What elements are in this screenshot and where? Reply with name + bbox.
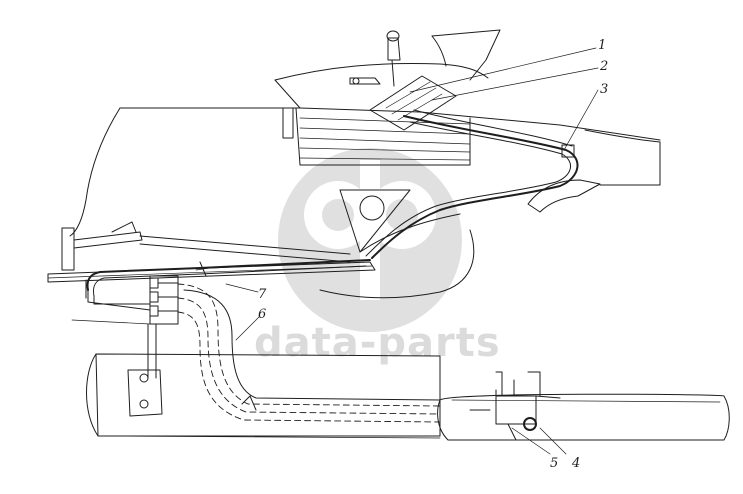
lower-right-chassis bbox=[437, 371, 730, 441]
callout-4: 4 bbox=[571, 456, 580, 471]
lower-chassis bbox=[86, 353, 441, 439]
tube-bundle-upper bbox=[365, 109, 601, 259]
watermark: data-parts bbox=[254, 148, 501, 366]
callout-labels: 1 2 3 4 5 6 7 bbox=[258, 38, 608, 471]
callout-1: 1 bbox=[598, 38, 606, 53]
callout-2: 2 bbox=[599, 59, 608, 74]
tube-bundle-frame bbox=[85, 259, 371, 311]
callout-6: 6 bbox=[258, 307, 266, 322]
watermark-text: data-parts bbox=[254, 320, 501, 366]
callout-5: 5 bbox=[550, 456, 558, 471]
callout-3: 3 bbox=[600, 82, 608, 97]
callout-leaders bbox=[225, 47, 599, 455]
distribution-block bbox=[71, 275, 179, 379]
callout-7: 7 bbox=[258, 287, 267, 302]
